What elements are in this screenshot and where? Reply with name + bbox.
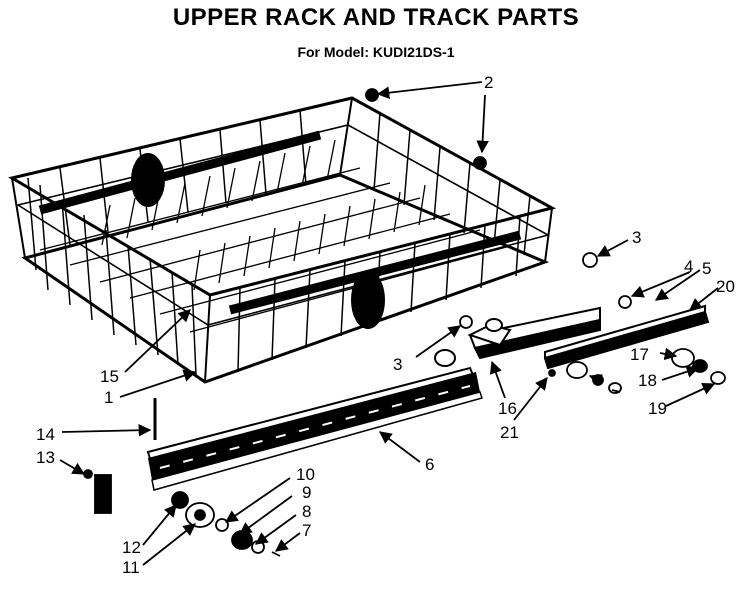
callout-14: 14 bbox=[36, 425, 55, 444]
callout-7: 7 bbox=[302, 521, 311, 540]
callout-15: 15 bbox=[100, 367, 119, 386]
callout-21: 21 bbox=[500, 423, 519, 442]
diagram-title: UPPER RACK AND TRACK PARTS bbox=[172, 4, 580, 31]
callout-4: 4 bbox=[684, 257, 693, 276]
callout-20: 20 bbox=[716, 277, 735, 296]
model-subtitle: For Model: KUDI21DS-1 bbox=[297, 44, 455, 60]
track-rail bbox=[146, 366, 483, 491]
upper-rack bbox=[8, 96, 557, 384]
leader-lines bbox=[59, 81, 719, 566]
callout-12: 12 bbox=[122, 538, 141, 557]
callout-16: 16 bbox=[498, 399, 517, 418]
track-bracket bbox=[434, 306, 601, 367]
callout-10: 10 bbox=[296, 465, 315, 484]
callout-6: 6 bbox=[425, 455, 434, 474]
callout-11: 11 bbox=[122, 558, 140, 577]
callout-9: 9 bbox=[302, 483, 311, 502]
callout-5: 5 bbox=[702, 259, 711, 278]
callout-19: 19 bbox=[648, 399, 667, 418]
end-cap-rail bbox=[543, 304, 710, 370]
callout-3-upper: 3 bbox=[632, 228, 641, 247]
callout-8: 8 bbox=[302, 502, 311, 521]
small-hardware bbox=[365, 88, 726, 394]
callout-13: 13 bbox=[36, 448, 55, 467]
callout-18: 18 bbox=[638, 371, 657, 390]
callout-2: 2 bbox=[484, 73, 493, 92]
callout-1: 1 bbox=[104, 388, 113, 407]
callout-numbers: 2 3 3 4 5 20 17 18 19 16 21 15 1 14 13 6… bbox=[36, 73, 735, 577]
callout-3-lower: 3 bbox=[393, 355, 402, 374]
callout-17: 17 bbox=[630, 345, 649, 364]
